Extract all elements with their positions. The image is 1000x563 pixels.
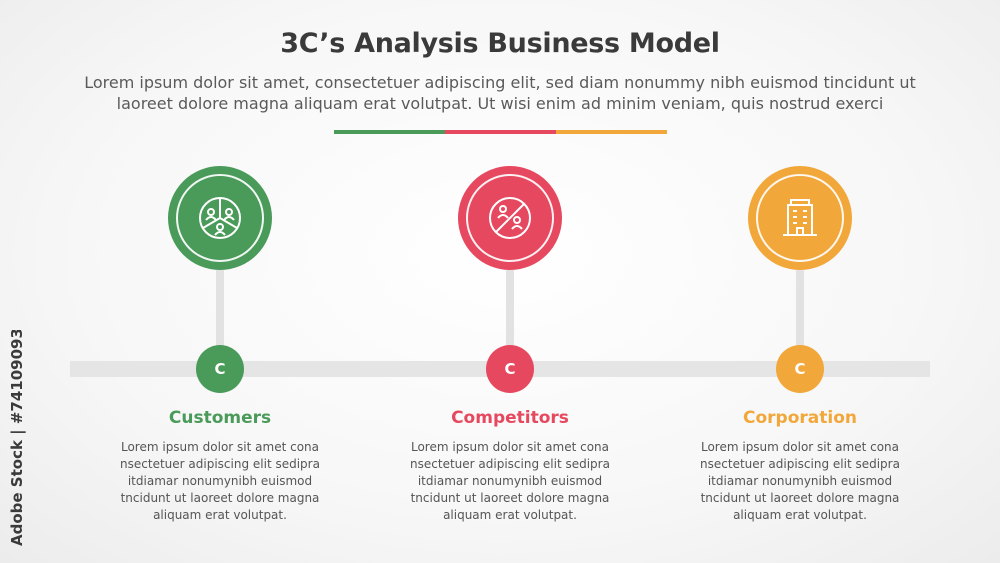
description-line: tncidunt ut laoreet dolore magna [120,491,320,505]
connector-stem [216,270,224,350]
customers-title: Customers [168,408,272,428]
description-line: itdiamar nonumynibh euismod [417,474,603,488]
description-line: Lorem ipsum dolor sit amet cona [120,440,320,454]
description-line: tncidunt ut laoreet dolore magna [700,491,900,505]
icon-ring [466,174,554,262]
description-line: aliquam erat volutpat. [733,508,867,522]
description-line: Lorem ipsum dolor sit amet cona [410,440,610,454]
page-subtitle: Lorem ipsum dolor sit amet, consectetuer… [60,72,940,114]
corporation-description: Lorem ipsum dolor sit amet cona nsectetu… [680,439,920,524]
customers-segment-icon [199,197,241,239]
stock-watermark: Adobe Stock | #741090931 [8,330,27,546]
icon-ring [176,174,264,262]
description-line: itdiamar nonumynibh euismod [127,474,313,488]
description-line: nsectetuer adipiscing elit sedipra [410,457,610,471]
description-line: tncidunt ut laoreet dolore magna [410,491,610,505]
corporation-title: Corporation [743,408,857,428]
watermark-text: Adobe Stock | #741090931 [8,330,27,546]
subtitle-line-2: laoreet dolore magna aliquam erat volutp… [116,94,884,113]
subtitle-line-1: Lorem ipsum dolor sit amet, consectetuer… [84,73,916,92]
competitors-description: Lorem ipsum dolor sit amet cona nsectetu… [390,439,630,524]
corporation-icon-circle [748,166,852,270]
accent-bar-green [334,130,445,134]
competitors-versus-icon [489,197,531,239]
competitors-title: Competitors [451,408,569,428]
description-line: itdiamar nonumynibh euismod [707,474,893,488]
icon-ring [756,174,844,262]
description-line: nsectetuer adipiscing elit sedipra [700,457,900,471]
competitors-marker: C [486,345,534,393]
page-title: 3C’s Analysis Business Model [280,28,720,59]
connector-stem [506,270,514,350]
corporation-marker: C [776,345,824,393]
office-building-icon [783,199,817,236]
description-line: aliquam erat volutpat. [443,508,577,522]
description-line: nsectetuer adipiscing elit sedipra [120,457,320,471]
description-line: Lorem ipsum dolor sit amet cona [700,440,900,454]
accent-bar-orange [556,130,667,134]
accent-bar-red [445,130,556,134]
customers-marker: C [196,345,244,393]
connector-stem [796,270,804,350]
customers-description: Lorem ipsum dolor sit amet cona nsectetu… [100,439,340,524]
competitors-icon-circle [458,166,562,270]
description-line: aliquam erat volutpat. [153,508,287,522]
customers-icon-circle [168,166,272,270]
